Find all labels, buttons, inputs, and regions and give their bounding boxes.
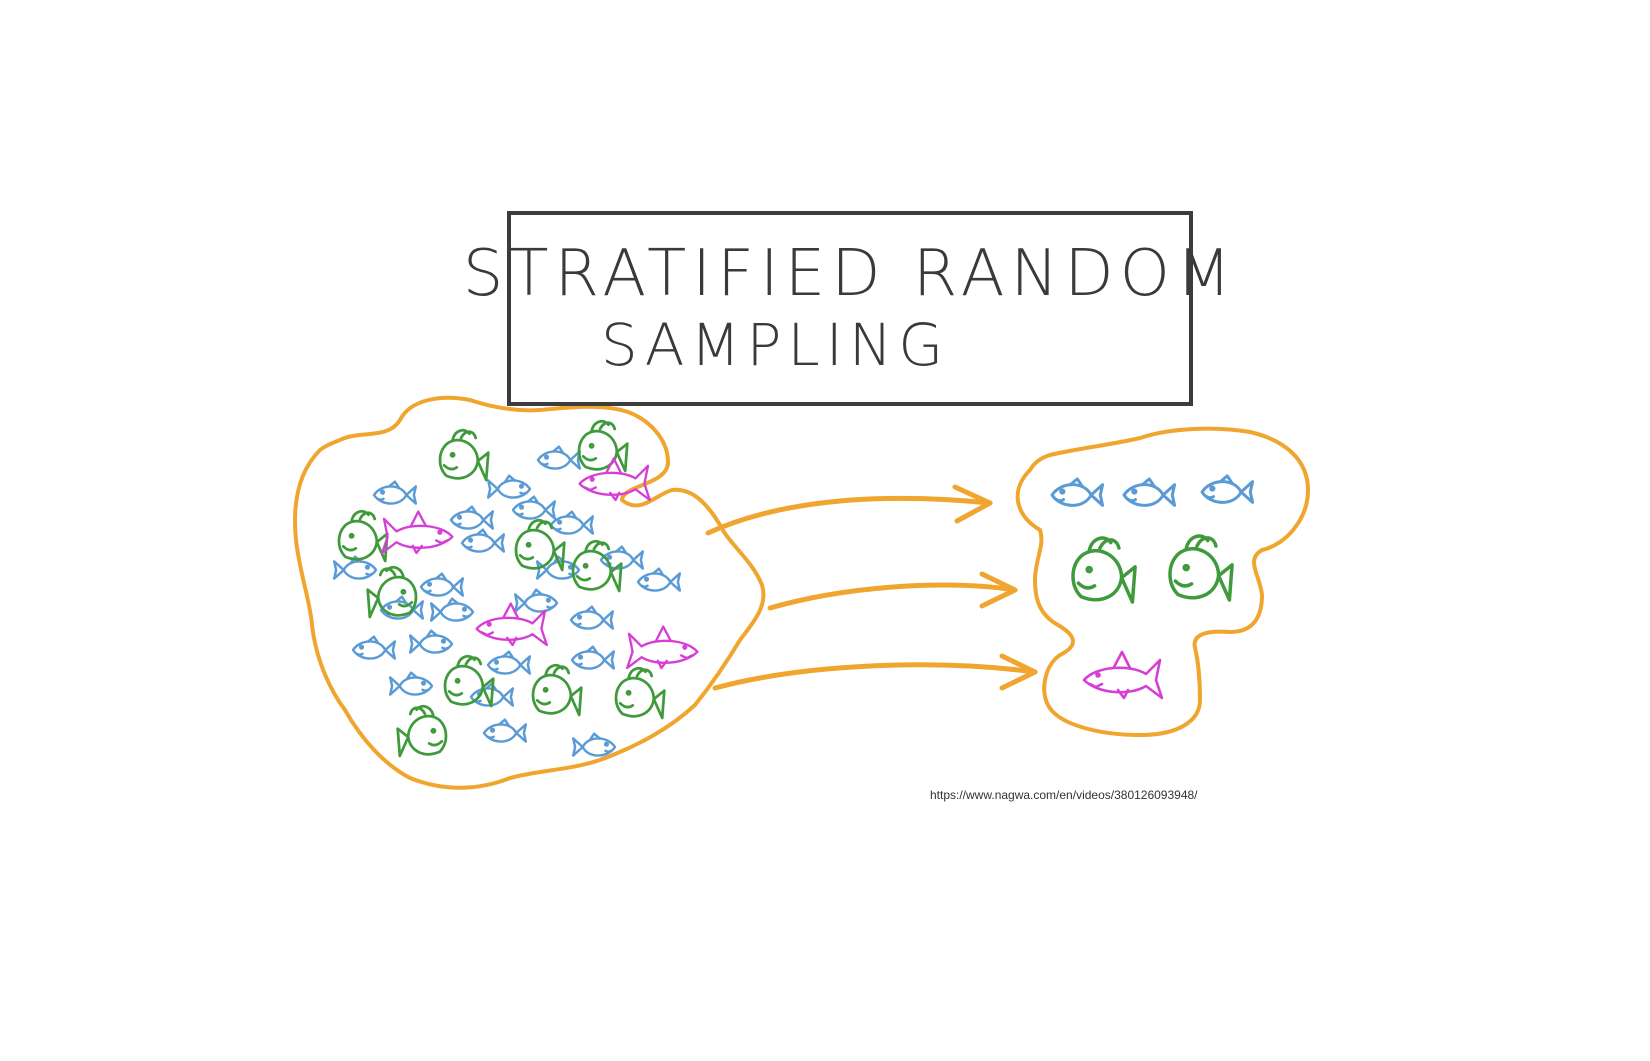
title-line-2: SAMPLING: [600, 310, 950, 379]
pink-shark-icon: [626, 625, 699, 670]
blue-fish-icon: [460, 528, 506, 553]
pink-shark-icon: [578, 457, 651, 502]
fish-layer: [332, 419, 1255, 758]
green-fish-icon: [531, 663, 583, 717]
blue-fish-icon: [636, 567, 682, 592]
sample-outline: [1015, 426, 1310, 737]
pink-shark-icon: [475, 602, 548, 647]
blue-fish-icon: [419, 572, 465, 597]
green-fish-icon: [571, 539, 623, 593]
blue-fish-icon: [429, 597, 475, 622]
green-fish-icon: [1168, 534, 1234, 602]
blue-fish-icon: [1122, 477, 1177, 507]
title-line-1: STRATIFIED RANDOM: [462, 237, 1238, 312]
pink-shark-icon: [1082, 650, 1164, 700]
green-fish-icon: [366, 565, 418, 619]
green-fish-icon: [396, 704, 448, 758]
pink-shark-icon: [381, 510, 454, 555]
green-fish-icon: [614, 666, 666, 720]
population-outline: [293, 395, 766, 790]
blue-fish-icon: [408, 629, 454, 654]
green-fish-icon: [577, 419, 629, 473]
title-box: STRATIFIED RANDOM SAMPLING: [463, 211, 1231, 406]
blue-fish-icon: [511, 495, 557, 520]
arrow-icon: [767, 571, 1018, 611]
blue-fish-icon: [571, 732, 617, 757]
blue-fish-icon: [486, 650, 532, 675]
green-fish-icon: [438, 428, 490, 482]
green-fish-icon: [337, 509, 389, 563]
green-fish-icon: [443, 654, 495, 708]
blue-fish-icon: [372, 480, 418, 505]
green-fish-icon: [514, 518, 566, 572]
blue-fish-icon: [569, 605, 615, 630]
arrow-icon: [712, 653, 1038, 691]
source-url: https://www.nagwa.com/en/videos/38012609…: [930, 788, 1198, 802]
blue-fish-icon: [351, 635, 397, 660]
blue-fish-icon: [570, 645, 616, 670]
blue-fish-icon: [1200, 474, 1255, 504]
blue-fish-icon: [549, 510, 595, 535]
blue-fish-icon: [1050, 477, 1105, 507]
green-fish-icon: [1071, 536, 1137, 604]
blue-fish-icon: [449, 505, 495, 530]
blue-fish-icon: [486, 474, 532, 499]
blue-fish-icon: [513, 588, 559, 613]
blue-fish-icon: [388, 671, 434, 696]
arrow-icon: [705, 484, 993, 536]
blue-fish-icon: [536, 445, 582, 470]
blue-fish-icon: [482, 718, 528, 743]
